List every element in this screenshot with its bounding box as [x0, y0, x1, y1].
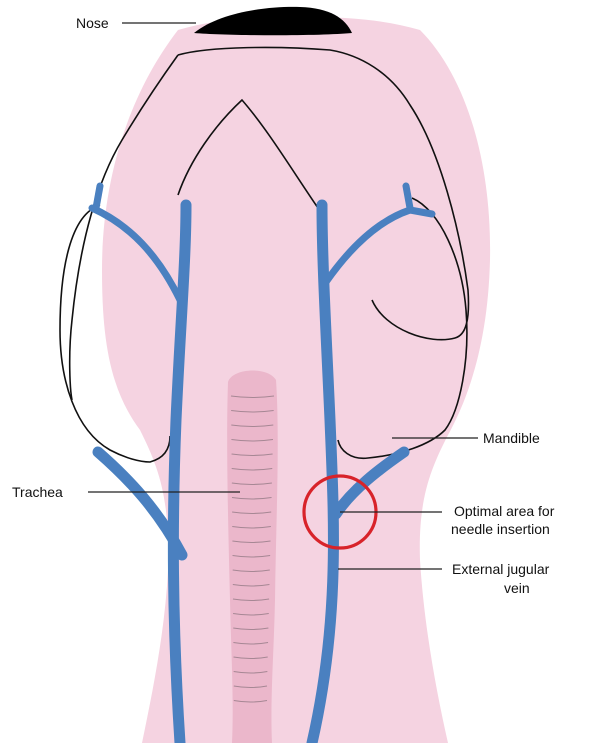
jugular-label-line2: vein — [504, 580, 530, 596]
mandible-label: Mandible — [483, 430, 540, 446]
optimal-area-label-line2: needle insertion — [451, 521, 550, 537]
nose-label: Nose — [76, 15, 109, 31]
trachea-label: Trachea — [12, 484, 63, 500]
nose-shape — [194, 7, 352, 35]
head-neck-silhouette — [102, 17, 490, 743]
optimal-area-label-line1: Optimal area for — [454, 503, 555, 519]
left-branch-tip — [96, 186, 100, 208]
jugular-label-line1: External jugular — [452, 561, 550, 577]
